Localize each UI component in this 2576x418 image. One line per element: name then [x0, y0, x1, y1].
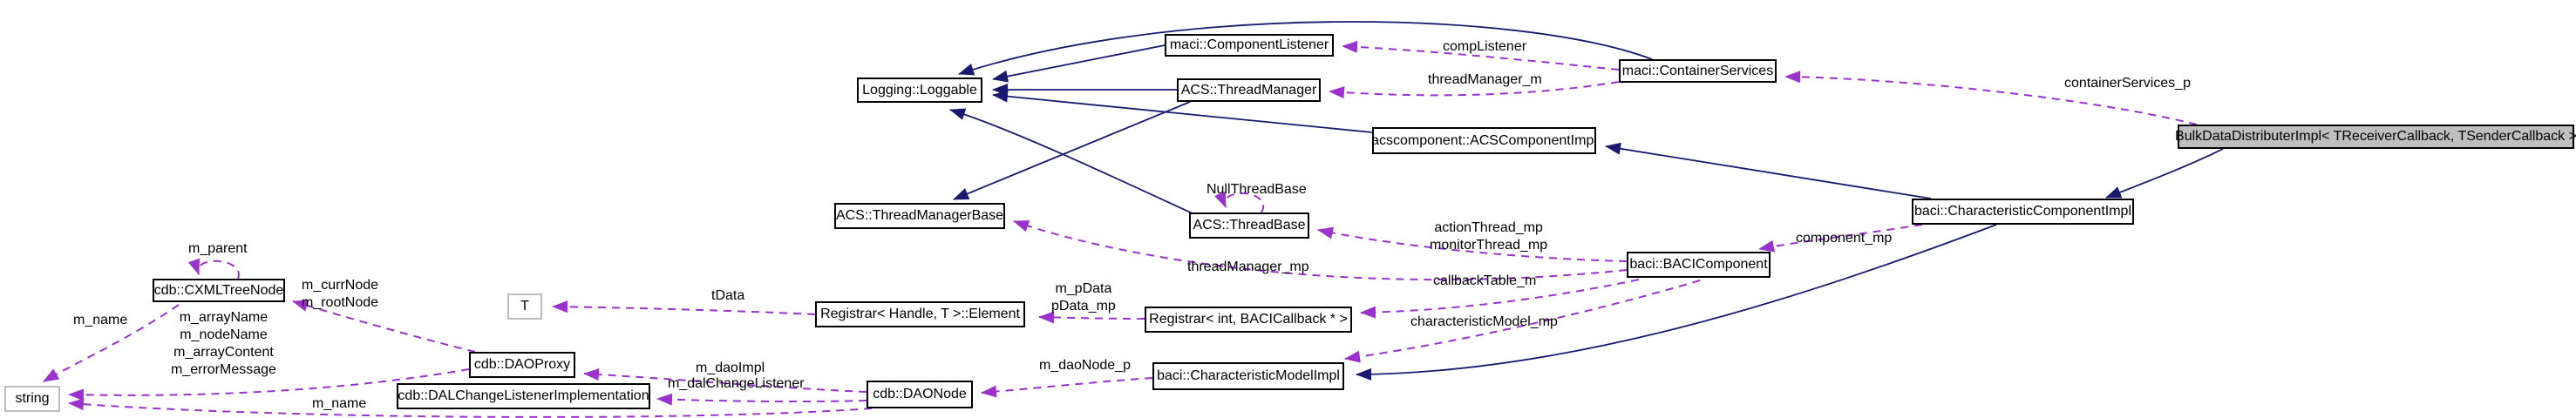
class-node-baci-bacicomponent[interactable]: baci::BACIComponent [1627, 252, 1771, 278]
class-node-acs-threadmanagerbase[interactable]: ACS::ThreadManagerBase [834, 203, 1005, 229]
edge-label-containerservices-p: containerServices_p [2064, 76, 2191, 91]
edge-use-mdaoimpl [583, 368, 867, 393]
edge-use-callbacktable-m [1360, 279, 1640, 319]
class-node-baci-characteristicmodelimpl[interactable]: baci::CharacteristicModelImpl [1152, 362, 1344, 390]
edge-use-containerservices-p [1784, 71, 2198, 125]
class-node-cdb-cxmltreenode[interactable]: cdb::CXMLTreeNode [153, 279, 285, 302]
edge-label-nullthreadbase: NullThreadBase [1206, 182, 1307, 197]
edge-use-characteristicmodel-mp [1344, 280, 1701, 363]
class-node-cdb-daonode[interactable]: cdb::DAONode [867, 381, 973, 408]
edge-use-complistener [1342, 40, 1620, 71]
class-node-logging-loggable[interactable]: Logging::Loggable [857, 78, 982, 103]
class-node-acscomponent-acscomponentimpl[interactable]: acscomponent::ACSComponentImpl [1371, 127, 1597, 154]
edge-label-tdata: tData [711, 288, 745, 303]
edge-label-component-mp: component_mp [1796, 231, 1893, 246]
edge-inherit-threadmanager-threadmanagerbase [953, 101, 1191, 200]
edge-use-mdaonode-p [981, 377, 1153, 398]
class-node-acs-threadmanager[interactable]: ACS::ThreadManager [1177, 78, 1321, 102]
edge-use-actionthread-monitorthread [1317, 226, 1628, 262]
edge-label-mparent: m_parent [188, 241, 248, 256]
edge-use-tdata [552, 300, 816, 315]
edge-label-threadmanager-m: threadManager_m [1428, 72, 1542, 87]
edge-inherit-containerservices-loggable [958, 21, 1653, 76]
class-node-registrar-int-bacicallback[interactable]: Registrar< int, BACICallback * > [1145, 307, 1352, 333]
edge-inherit-charcomponentimpl-acscomponentimpl [1605, 142, 1932, 199]
edge-inherit-threadbase-loggable [949, 108, 1195, 215]
edge-use-mname-dao [68, 398, 873, 418]
edge-label-mdaonode-p: m_daoNode_p [1039, 358, 1131, 373]
edge-label-mdalchangelistener: m_dalChangeListener [668, 376, 805, 391]
edge-use-mpdata [1038, 311, 1145, 324]
edge-use-nullthreadbase-loop [1214, 191, 1265, 213]
class-node-template-param-t: T [507, 293, 542, 320]
edge-inherit-charcomponentimpl-charmodelimpl [1356, 224, 1997, 381]
edge-use-mparent-loop [187, 258, 240, 280]
edge-label-marray-fields: m_arrayName m_nodeName m_arrayContent m_… [171, 310, 276, 377]
edge-label-mpdata-pdata-mp: m_pData pData_mp [1051, 281, 1116, 314]
edge-label-complistener: compListener [1443, 39, 1527, 54]
edge-label-mdaoimpl: m_daoImpl [696, 361, 765, 375]
edge-use-threadmanager-mp [1013, 219, 1628, 281]
class-node-baci-characteristiccomponentimpl[interactable]: baci::CharacteristicComponentImpl [1912, 199, 2134, 225]
edge-inherit-componentlistener-loggable [992, 44, 1166, 83]
edge-inherit-bulkdatadistributer-charcomponentimpl [2105, 148, 2224, 199]
edge-label-callbacktable-m: callbackTable_m [1433, 273, 1537, 288]
edge-inherit-acscomponentimpl-loggable [992, 90, 1373, 133]
class-node-bulkdatadistributerimpl-current: BulkDataDistributerImpl< TReceiverCallba… [2175, 125, 2576, 149]
class-node-acs-threadbase[interactable]: ACS::ThreadBase [1189, 212, 1309, 239]
edge-use-mname-tree [43, 304, 180, 382]
edge-label-threadmanager-mp: threadManager_mp [1187, 260, 1309, 274]
class-node-registrar-handle-t-element[interactable]: Registrar< Handle, T >::Element [815, 301, 1025, 327]
class-node-maci-componentlistener[interactable]: maci::ComponentListener [1165, 34, 1334, 57]
edge-label-actionthread-monitorthread: actionThread_mp monitorThread_mp [1430, 220, 1548, 253]
edge-label-mcurrnode-mrootnode: m_currNode m_rootNode [302, 278, 379, 310]
edge-label-mname-dao: m_name [312, 396, 367, 411]
class-node-string: string [4, 386, 60, 412]
edge-label-characteristicmodel-mp: characteristicModel_mp [1410, 314, 1558, 329]
class-node-cdb-dalchangelistenerimplementation[interactable]: cdb::DALChangeListenerImplementation [397, 383, 650, 409]
class-node-cdb-daoproxy[interactable]: cdb::DAOProxy [469, 352, 575, 378]
edge-use-mdalchangelistener [656, 393, 867, 406]
edge-use-marray-fields [68, 368, 470, 401]
class-node-maci-containerservices[interactable]: maci::ContainerServices [1619, 59, 1777, 83]
edge-use-threadmanager-m [1329, 81, 1620, 99]
edge-label-mname-tree: m_name [73, 313, 128, 327]
